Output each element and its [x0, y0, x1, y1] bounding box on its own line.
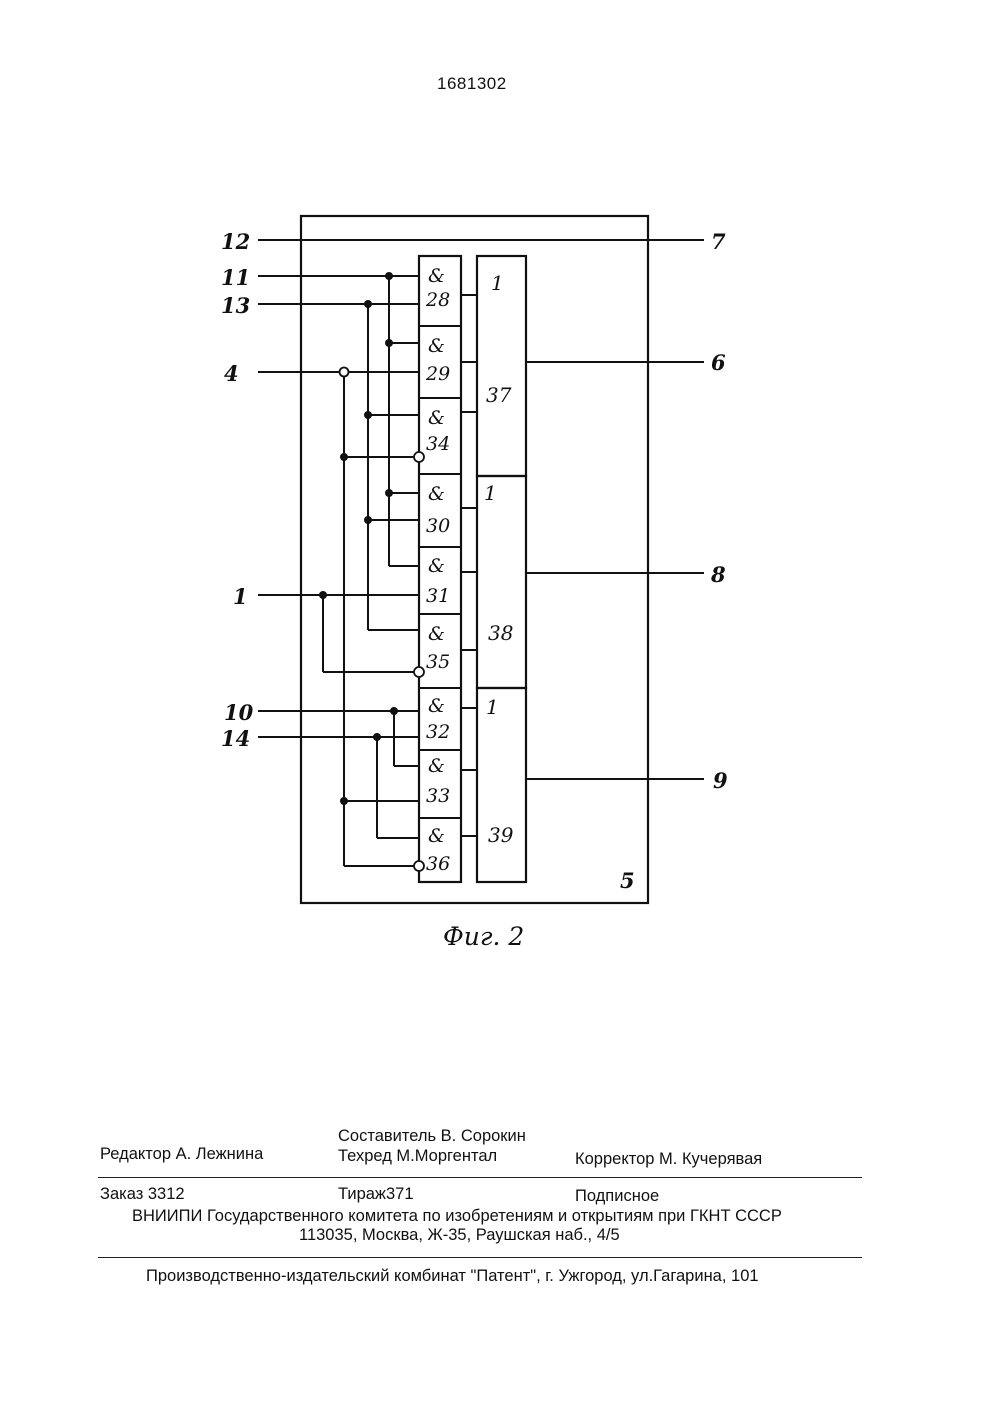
signal-11-wires	[258, 272, 419, 566]
and-gate-28: & 28	[425, 265, 450, 311]
or-gate-39-labels: 1 39	[486, 695, 514, 847]
or-gate-39	[477, 688, 526, 882]
or-gate-38	[477, 476, 526, 688]
svg-text:&: &	[428, 623, 445, 645]
svg-text:&: &	[428, 407, 445, 429]
figure-caption: Фиг. 2	[443, 922, 524, 951]
editor: Редактор А. Лежнина	[100, 1145, 263, 1164]
svg-text:37: 37	[486, 383, 512, 407]
output-label-9: 9	[713, 768, 728, 793]
and-gate-36: & 36	[426, 825, 450, 875]
techred: Техред М.Моргентал	[338, 1147, 497, 1166]
footer-rule-top	[98, 1177, 862, 1178]
svg-text:&: &	[428, 755, 445, 777]
svg-text:39: 39	[488, 823, 514, 847]
input-label-4: 4	[224, 361, 239, 386]
svg-text:30: 30	[426, 515, 450, 537]
and-gate-31: & 31	[426, 555, 450, 607]
input-label-12: 12	[221, 229, 250, 254]
publisher: Производственно-издательский комбинат "П…	[146, 1267, 759, 1286]
unit-label: 5	[620, 868, 635, 893]
svg-text:31: 31	[426, 585, 450, 607]
footer-rule-bottom	[98, 1257, 862, 1258]
svg-text:&: &	[428, 335, 445, 357]
svg-text:38: 38	[488, 621, 513, 645]
svg-text:&: &	[428, 265, 445, 287]
circulation: Тираж371	[338, 1185, 414, 1204]
and-gate-35: & 35	[426, 623, 450, 673]
or-gate-37-labels: 1 37	[486, 271, 512, 407]
svg-text:35: 35	[426, 651, 450, 673]
signal-4-wires	[258, 368, 424, 872]
svg-text:34: 34	[426, 433, 450, 455]
corrector: Корректор М. Кучерявая	[575, 1150, 762, 1169]
input-label-11: 11	[221, 265, 250, 290]
svg-text:32: 32	[426, 721, 450, 743]
signal-1-wires	[258, 591, 424, 677]
order: Заказ 3312	[100, 1185, 185, 1204]
and-to-or-wires	[461, 295, 477, 836]
and-gate-32: & 32	[426, 695, 450, 743]
subscription: Подписное	[575, 1187, 659, 1206]
output-label-7: 7	[711, 229, 726, 254]
svg-text:1: 1	[484, 481, 497, 505]
svg-text:29: 29	[425, 363, 450, 385]
and-gate-30: & 30	[426, 483, 450, 537]
and-gate-34: & 34	[426, 407, 450, 455]
svg-text:&: &	[428, 825, 445, 847]
svg-text:&: &	[428, 483, 445, 505]
svg-text:&: &	[428, 695, 445, 717]
compiler: Составитель В. Сорокин	[338, 1127, 526, 1146]
or-gate-38-labels: 1 38	[484, 481, 513, 645]
signal-13-wires	[258, 300, 419, 630]
svg-text:1: 1	[486, 695, 499, 719]
svg-text:&: &	[428, 555, 445, 577]
svg-text:1: 1	[491, 271, 504, 295]
input-label-14: 14	[221, 726, 250, 751]
circuit-diagram: 5 & 28 & 29 & 34 & 30 & 31 & 35 & 32 & 3…	[0, 0, 1000, 1000]
and-gate-29: & 29	[425, 335, 450, 385]
input-label-10: 10	[224, 700, 254, 725]
output-label-8: 8	[710, 562, 726, 587]
output-label-6: 6	[711, 350, 726, 375]
input-label-1: 1	[233, 584, 248, 609]
institution: ВНИИПИ Государственного комитета по изоб…	[132, 1207, 782, 1226]
and-gate-33: & 33	[426, 755, 450, 807]
unit-5-frame	[301, 216, 648, 903]
input-label-13: 13	[221, 293, 250, 318]
address: 113035, Москва, Ж-35, Раушская наб., 4/5	[299, 1226, 620, 1245]
svg-text:28: 28	[425, 289, 450, 311]
svg-text:33: 33	[426, 785, 450, 807]
svg-text:36: 36	[426, 853, 450, 875]
